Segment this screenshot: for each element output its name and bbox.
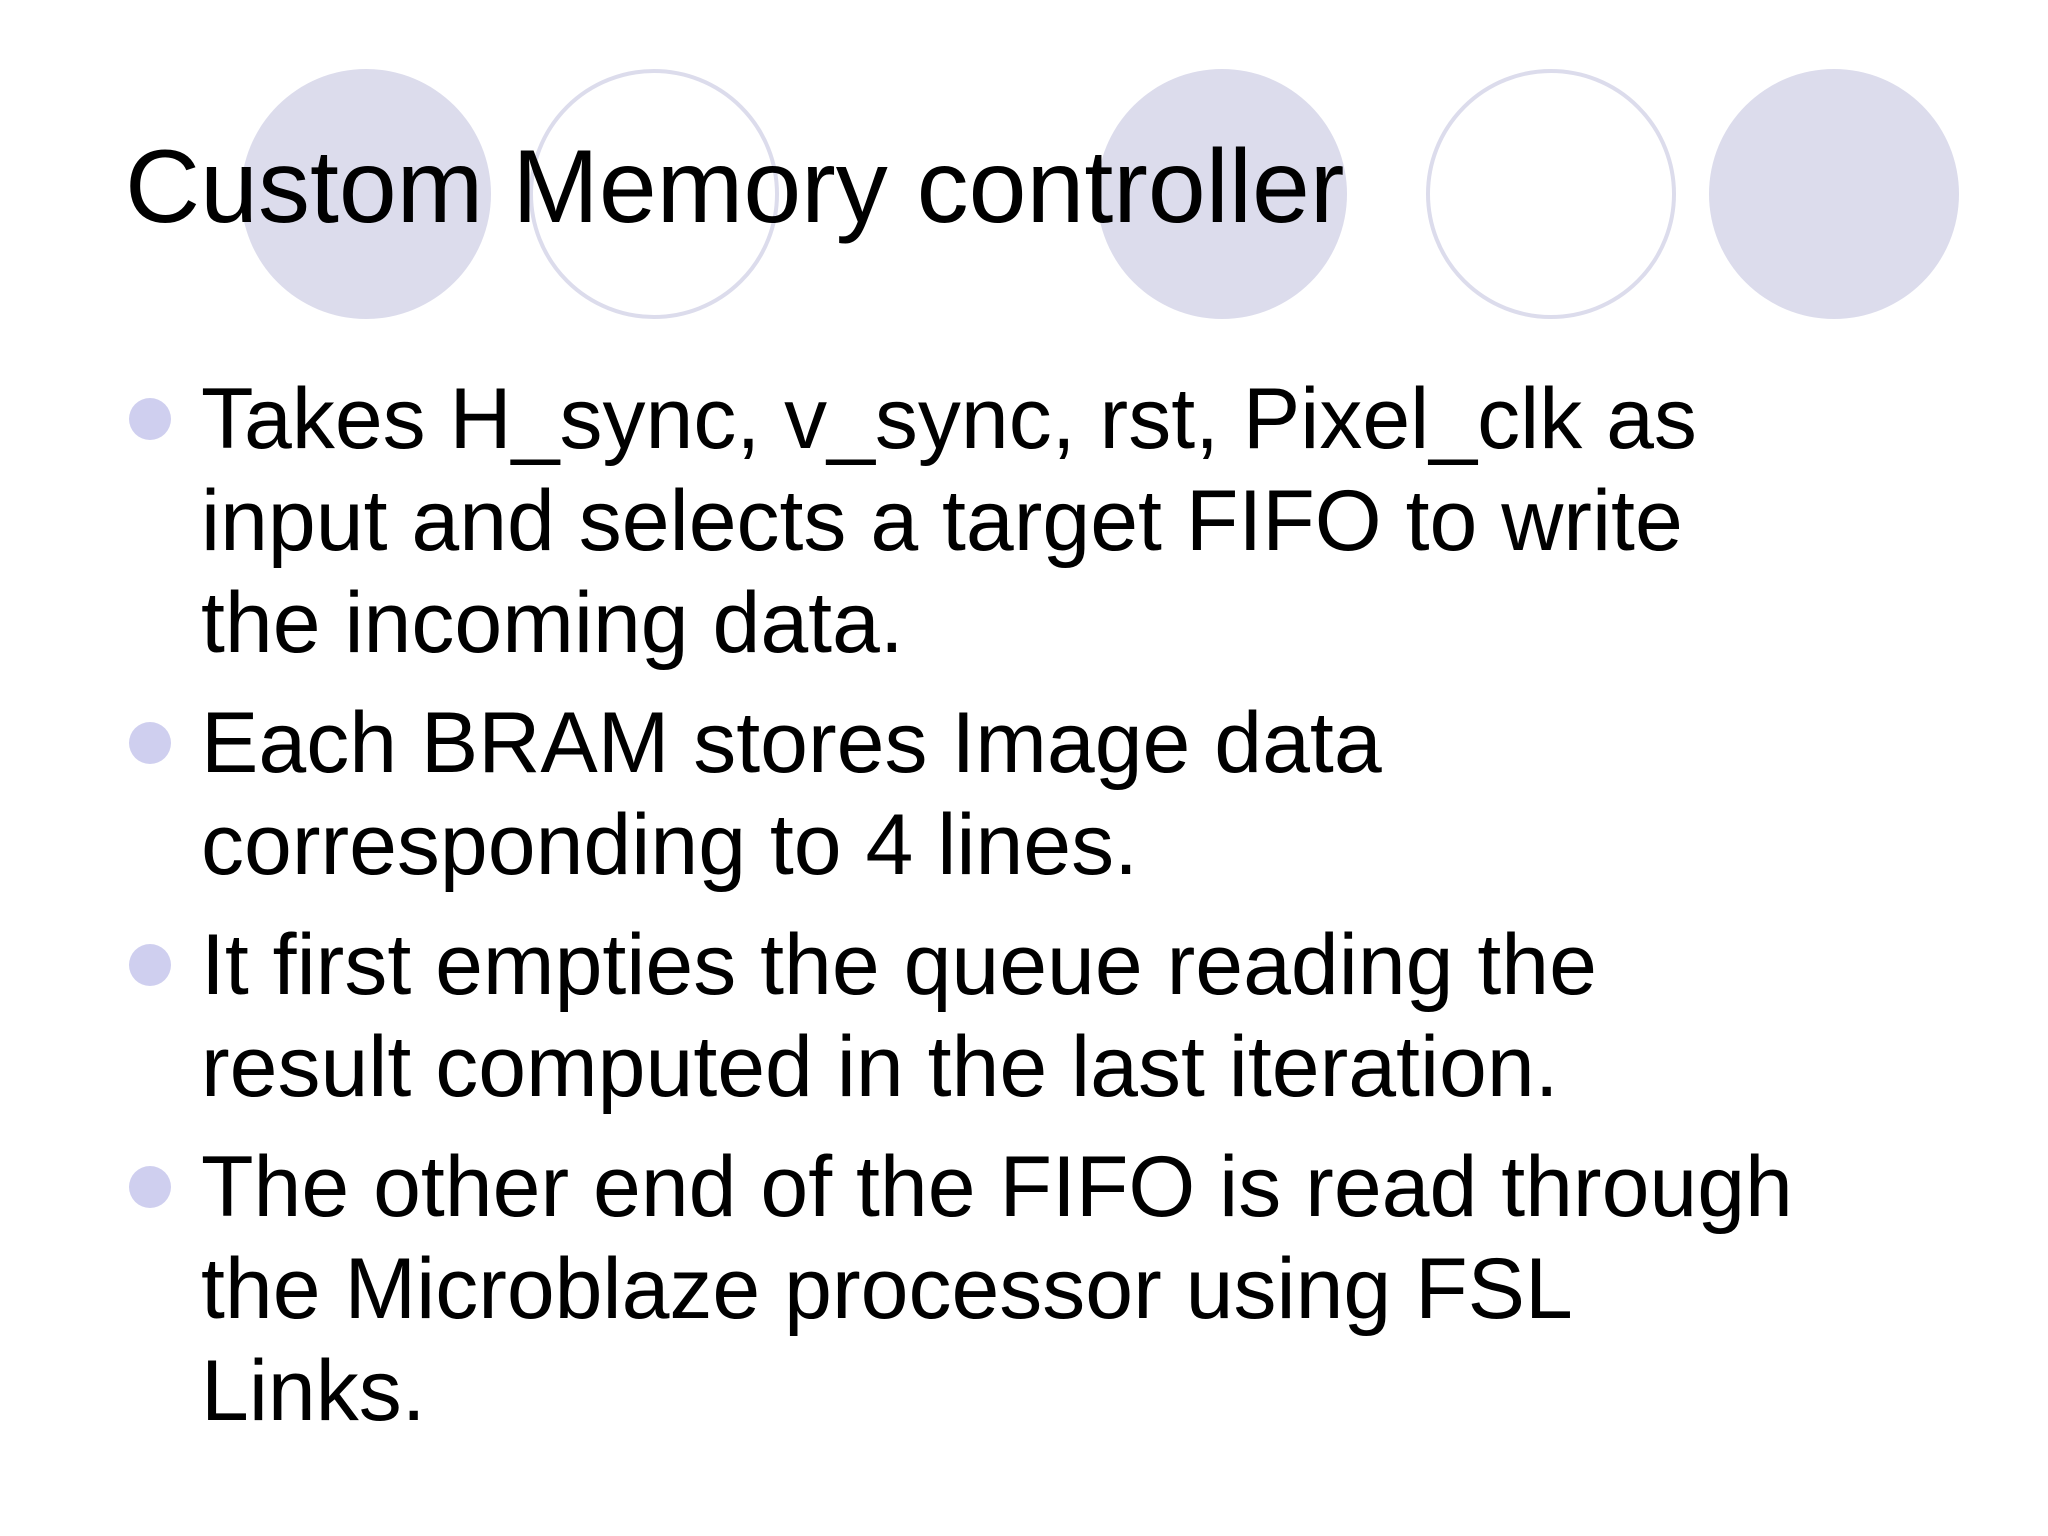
decorative-circle-outline [529,69,779,319]
bullet-text: Each BRAM stores Image data correspondin… [201,695,1382,893]
decorative-circle-filled [1097,69,1347,319]
decorative-circle-filled [1709,69,1959,319]
bullet-list: Takes H_sync, v_sync, rst, Pixel_clk as … [0,368,2048,1460]
bullet-item: Takes H_sync, v_sync, rst, Pixel_clk as … [0,368,1800,674]
bullet-dot-icon [129,944,171,986]
bullet-dot-icon [129,398,171,440]
bullet-text: Takes H_sync, v_sync, rst, Pixel_clk as … [201,371,1697,671]
bullet-dot-icon [129,1166,171,1208]
bullet-item: Each BRAM stores Image data correspondin… [0,692,1800,896]
decorative-circle-outline [1426,69,1676,319]
bullet-dot-icon [129,722,171,764]
bullet-item: The other end of the FIFO is read throug… [0,1136,1800,1442]
bullet-item: It first empties the queue reading the r… [0,914,1800,1118]
bullet-text: It first empties the queue reading the r… [201,917,1597,1115]
bullet-text: The other end of the FIFO is read throug… [201,1139,1793,1439]
slide-title: Custom Memory controller [125,129,1345,245]
decorative-circle-filled [241,69,491,319]
